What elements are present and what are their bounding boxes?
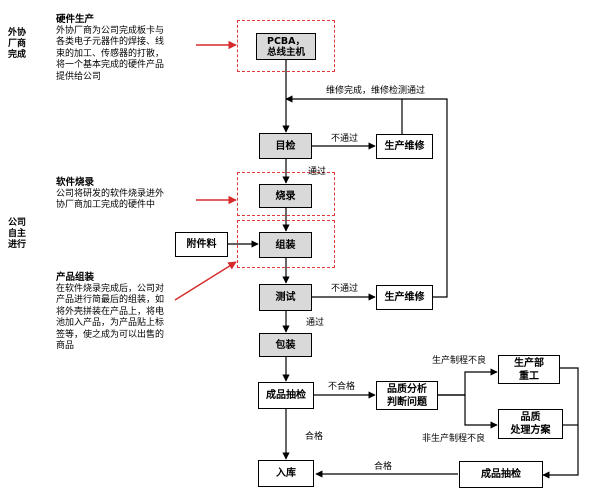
software-heading: 软件烧录 (56, 177, 95, 188)
hardware-annotation: 硬件生产 外协厂商为公司完成板卡与 各类电子元器件的焊接、线 束的加工、传感器的… (56, 14, 196, 83)
node-repair-2: 生产维修 (376, 285, 433, 310)
node-visual-inspect: 目检 (259, 133, 312, 159)
assembly-heading: 产品组装 (56, 272, 95, 283)
assembly-line: 将外壳拼装在产品上，将电 (56, 306, 165, 317)
assemble-zone (237, 220, 335, 268)
edge-label-pass-2: 通过 (306, 318, 325, 328)
node-rework: 生产部 重工 (498, 355, 560, 384)
burn-zone (237, 172, 335, 216)
node-quality-plan: 品质 处理方案 (498, 409, 563, 439)
assembly-line: 产品进行简最后的组装，如 (56, 295, 165, 305)
edge-label-prod-defect: 生产制程不良 (432, 356, 487, 366)
node-assemble: 组装 (259, 232, 312, 258)
edge-label-repair-pass: 维修完成，维修检测通过 (326, 86, 426, 96)
hardware-line: 将一个基本完成的硬件产品 (56, 60, 165, 70)
edge-label-fail-1: 不通过 (331, 134, 359, 144)
node-sampling: 成品抽检 (258, 382, 314, 409)
edge-label-nonprod-defect: 非生产制程不良 (422, 434, 486, 444)
node-final-sampling: 成品抽检 (459, 461, 543, 488)
node-burn: 烧录 (259, 184, 312, 208)
node-repair-1: 生产维修 (376, 134, 433, 159)
node-test: 测试 (259, 284, 312, 311)
edge-label-pass-1: 通过 (308, 167, 327, 177)
edge-label-qualified-2: 合格 (374, 462, 393, 472)
edge-rework-final (542, 367, 579, 479)
hardware-line: 外协厂商为公司完成板卡与 (56, 25, 165, 36)
outsourced-zone (237, 20, 335, 72)
node-storage: 入库 (258, 460, 314, 487)
edge-analysis-plan (438, 394, 498, 429)
edge-label-unqualified: 不合格 (328, 382, 356, 392)
hardware-line: 束的加工、传感器的打散， (56, 48, 165, 59)
node-pack: 包装 (259, 333, 312, 357)
hardware-line: 各类电子元器件的焊接、线 (56, 37, 165, 47)
edge-label-qualified-1: 合格 (305, 432, 324, 442)
hardware-heading: 硬件生产 (56, 14, 95, 25)
software-line: 公司将研发的软件烧录进外 (56, 188, 165, 199)
assembly-line: 池加入产品，为产品贴上标 (56, 318, 165, 328)
software-annotation: 软件烧录 公司将研发的软件烧录进外 协厂商加工完成的硬件中 (56, 177, 196, 212)
software-line: 协厂商加工完成的硬件中 (56, 200, 156, 210)
assembly-line: 在软件烧录完成后，公司对 (56, 283, 165, 294)
assembly-pointer-arrow (174, 261, 237, 301)
inhouse-label: 公司 自主 进行 (8, 218, 27, 250)
hardware-line: 提供给公司 (56, 71, 102, 82)
node-accessories: 附件料 (175, 232, 228, 257)
edge-label-fail-2: 不通过 (331, 284, 359, 294)
edge-repair-loop (285, 95, 448, 298)
outsourced-label: 外协 厂商 完成 (8, 28, 27, 60)
edge-analysis-rework (438, 368, 498, 396)
assembly-line: 商品 (56, 341, 75, 351)
assembly-line: 签等，使之成为可以出售的 (56, 329, 165, 340)
node-pcba: PCBA， 总线主机 (256, 33, 316, 60)
node-analysis: 品质分析 判断问题 (376, 381, 438, 410)
assembly-annotation: 产品组装 在软件烧录完成后，公司对 产品进行简最后的组装，如 将外壳拼装在产品上… (56, 272, 186, 353)
